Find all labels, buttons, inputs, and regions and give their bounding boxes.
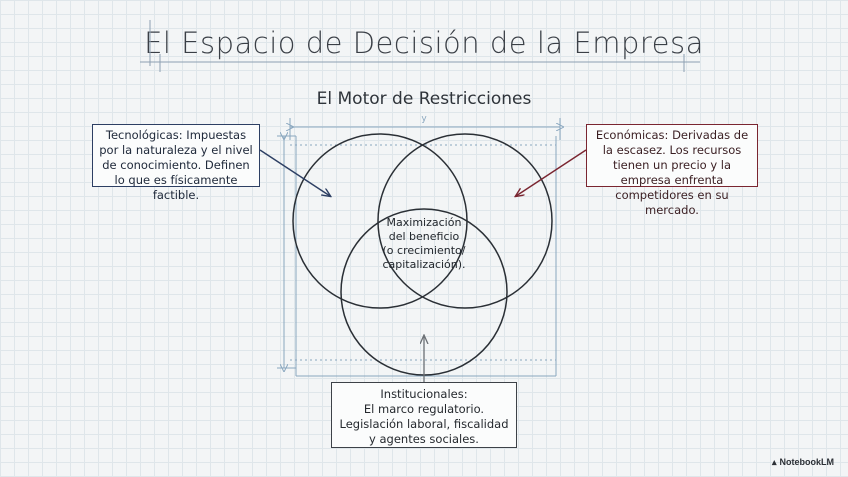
- page-title: El Espacio de Decisión de la Empresa: [144, 26, 704, 60]
- branding-label: NotebookLM: [779, 457, 835, 467]
- box-institucionales-line4: y agentes sociales.: [369, 432, 479, 446]
- notebooklm-branding: ▴NotebookLM: [772, 457, 834, 468]
- box-tecnologicas-text: Tecnológicas: Impuestas por la naturalez…: [99, 128, 253, 202]
- dimension-label: y: [421, 114, 427, 124]
- box-institucionales-line1: Institucionales:: [380, 387, 468, 401]
- box-economicas: Económicas: Derivadas de la escasez. Los…: [586, 124, 758, 217]
- center-label-line1: Maximización: [386, 216, 462, 229]
- box-institucionales: Institucionales: El marco regulatorio. L…: [331, 382, 517, 448]
- center-label-line3: (o crecimiento/: [382, 244, 466, 257]
- center-label-line4: capitalización).: [382, 258, 466, 271]
- arrow-tecnologicas: [259, 149, 330, 196]
- arrow-economicas: [516, 149, 587, 196]
- center-label: Maximización del beneficio (o crecimient…: [368, 216, 480, 272]
- box-institucionales-line2: El marco regulatorio.: [363, 402, 485, 416]
- notebooklm-logo-icon: ▴: [771, 457, 777, 467]
- title-decoration: [140, 20, 700, 72]
- box-institucionales-line3: Legislación laboral, fiscalidad: [339, 417, 509, 431]
- center-label-line2: del beneficio: [388, 230, 460, 243]
- box-tecnologicas: Tecnológicas: Impuestas por la naturalez…: [92, 124, 260, 202]
- circle-economicas: [377, 133, 553, 309]
- box-economicas-text: Económicas: Derivadas de la escasez. Los…: [595, 128, 749, 217]
- dimension-lines: [277, 118, 560, 377]
- diagram-subtitle: El Motor de Restricciones: [316, 89, 532, 109]
